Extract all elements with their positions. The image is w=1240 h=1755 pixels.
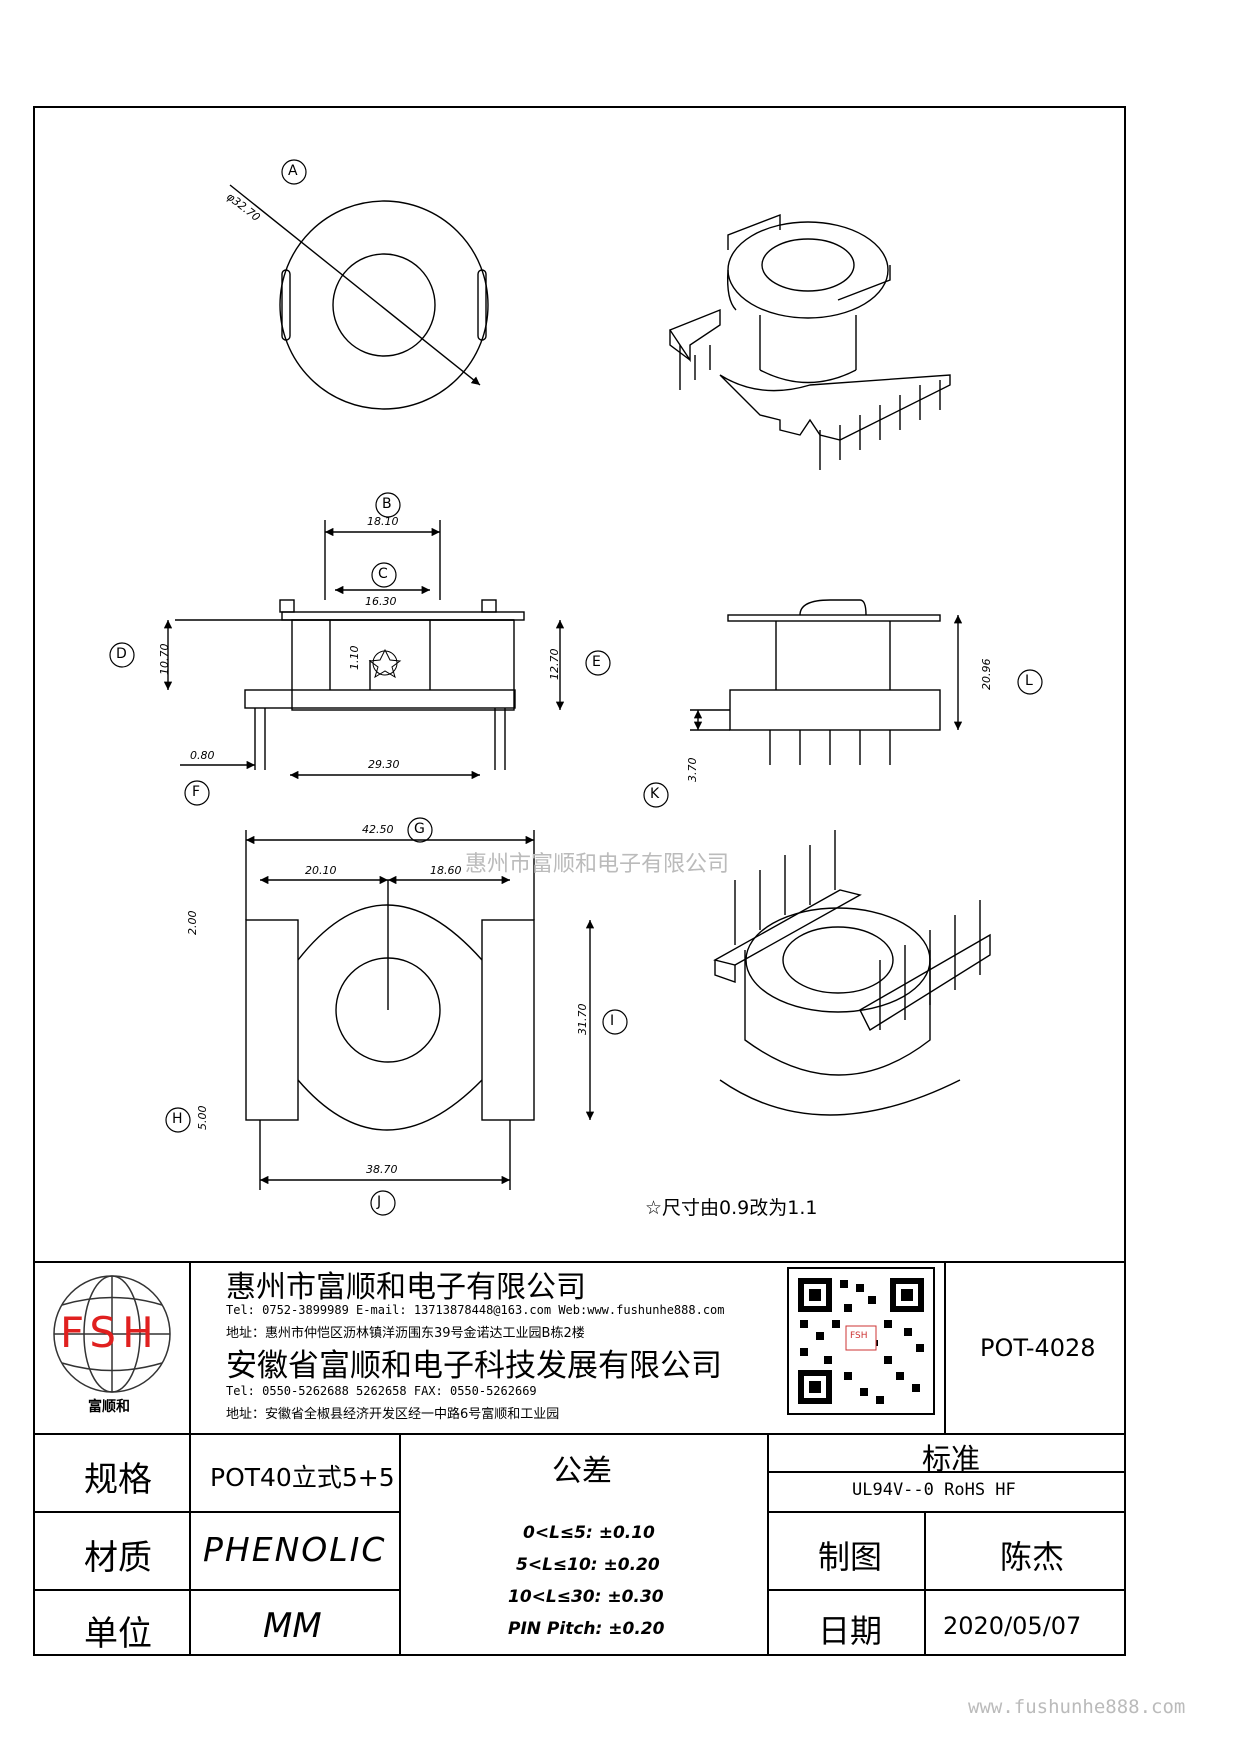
dim-G: 42.50 — [362, 823, 394, 836]
isometric-top — [668, 213, 951, 470]
company2-name: 安徽省富顺和电子科技发展有限公司 — [226, 1348, 722, 1384]
callout-J: J — [377, 1194, 382, 1210]
company1-contact: Tel: 0752-3899989 E-mail: 13713878448@16… — [226, 1303, 725, 1317]
watermark-footer: www.fushunhe888.com — [968, 1696, 1186, 1718]
company1-address: 地址：惠州市仲恺区沥林镇洋沥围东39号金诺达工业园B栋2楼 — [226, 1326, 585, 1341]
tolerance-1: 5<L≤10: ±0.20 — [516, 1555, 660, 1575]
callout-I: I — [610, 1013, 615, 1029]
callout-H: H — [172, 1111, 183, 1127]
company1-name: 惠州市富顺和电子有限公司 — [226, 1270, 586, 1305]
company2-contact: Tel: 0550-5262688 5262658 FAX: 0550-5262… — [226, 1384, 537, 1398]
callout-A: A — [288, 163, 298, 179]
tolerance-0: 0<L≤5: ±0.10 — [523, 1523, 655, 1543]
title-block-grid — [34, 1261, 1125, 1655]
material-label: 材质 — [84, 1538, 152, 1578]
side-view — [690, 599, 963, 765]
drawn-value: 陈杰 — [1000, 1538, 1065, 1576]
company2-address: 地址：安徽省全椒县经济开发区经一中路6号富顺和工业园 — [226, 1407, 560, 1422]
dim-B: 18.10 — [367, 515, 399, 528]
dim-E: 12.70 — [548, 648, 561, 681]
standard-value: UL94V--0 RoHS HF — [852, 1480, 1016, 1500]
spec-label: 规格 — [84, 1460, 152, 1500]
standard-label: 标准 — [922, 1442, 981, 1476]
dim-right-half: 18.60 — [430, 864, 462, 877]
qr-logo: FSH — [850, 1331, 868, 1341]
top-view — [229, 184, 489, 410]
unit-value: MM — [263, 1606, 322, 1646]
callout-D: D — [116, 646, 127, 662]
dim-D: 10.70 — [158, 643, 171, 676]
dim-L: 20.96 — [980, 658, 993, 691]
watermark-center: 惠州市富顺和电子有限公司 — [465, 852, 730, 877]
part-number: POT-4028 — [980, 1334, 1096, 1362]
logo-letters: FSH — [60, 1308, 160, 1357]
dim-left-half: 20.10 — [305, 864, 337, 877]
bottom-view — [245, 830, 595, 1190]
callout-G: G — [414, 821, 425, 837]
callout-L: L — [1025, 673, 1033, 689]
callout-K: K — [650, 786, 660, 802]
tolerance-3: PIN Pitch: ±0.20 — [508, 1619, 665, 1639]
dim-I: 31.70 — [576, 1003, 589, 1036]
callout-E: E — [592, 654, 601, 670]
callout-B: B — [382, 496, 392, 512]
isometric-bottom — [713, 830, 991, 1116]
qr-code — [787, 1267, 935, 1415]
dim-H: 5.00 — [196, 1105, 209, 1131]
dim-C: 16.30 — [365, 595, 397, 608]
logo-caption: 富顺和 — [88, 1399, 130, 1415]
sheet-border — [33, 106, 1126, 1656]
spec-value: POT40立式5+5 — [210, 1463, 395, 1492]
dim-pin: 2.00 — [186, 910, 199, 936]
drawn-label: 制图 — [818, 1538, 883, 1576]
dim-pin-offset: 1.10 — [348, 645, 361, 671]
dim-base-width: 29.30 — [368, 758, 400, 771]
dim-K: 3.70 — [686, 757, 699, 783]
tolerance-2: 10<L≤30: ±0.30 — [508, 1587, 664, 1607]
revision-note: ☆尺寸由0.9改为1.1 — [645, 1197, 818, 1219]
dim-F: 0.80 — [190, 749, 215, 762]
callout-F: F — [192, 784, 201, 800]
material-value: PHENOLIC — [203, 1530, 387, 1569]
unit-label: 单位 — [84, 1614, 152, 1654]
front-view — [163, 520, 565, 780]
fsh-globe-logo — [53, 1275, 171, 1393]
tolerance-label: 公差 — [552, 1454, 612, 1489]
dim-J: 38.70 — [366, 1163, 398, 1176]
date-label: 日期 — [818, 1612, 883, 1650]
date-value: 2020/05/07 — [943, 1612, 1082, 1640]
callout-C: C — [378, 566, 388, 582]
